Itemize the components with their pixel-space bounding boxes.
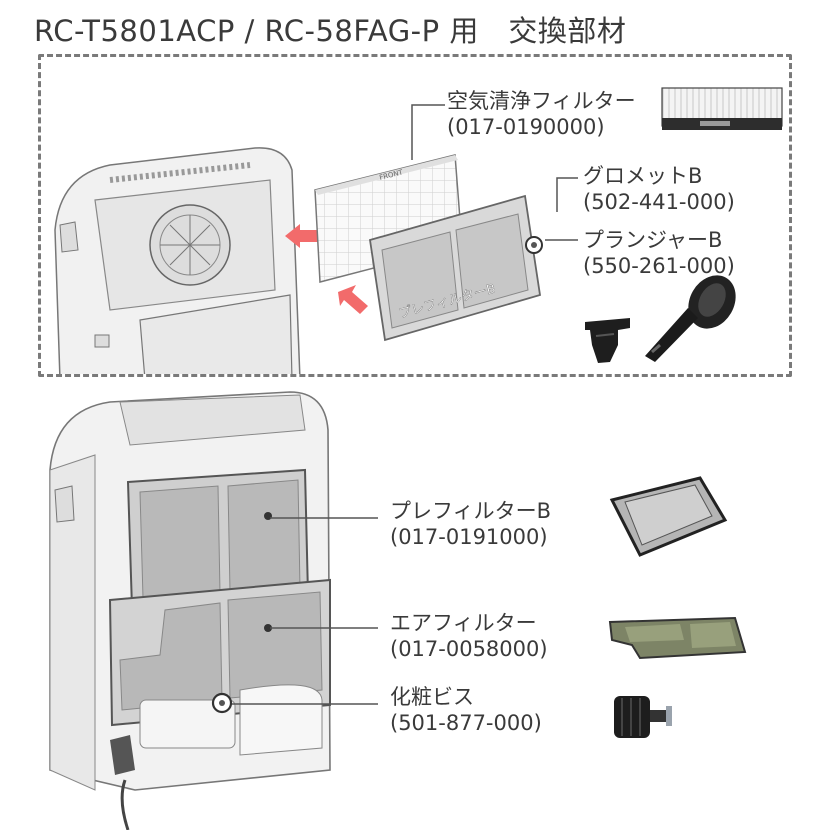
cosmetic-screw-photo: [614, 696, 672, 738]
label-prefilter-b: プレフィルターB (017-0191000): [390, 498, 551, 550]
insert-arrows: [285, 224, 368, 314]
leader-lines-bottom: [232, 517, 378, 705]
leader-lines-top: [411, 104, 578, 241]
part-code: (017-0190000): [447, 115, 605, 139]
prefilter-photo: [609, 476, 728, 557]
part-name: プレフィルターB: [390, 499, 551, 523]
part-code: (017-0191000): [390, 525, 548, 549]
label-grommet-b: グロメットB (502-441-000): [583, 163, 735, 215]
page-title: RC-T5801ACP / RC-58FAG-P 用 交換部材: [34, 14, 627, 48]
grommet-photo: [585, 318, 630, 363]
air-filter-photo: [661, 87, 783, 130]
part-name: グロメットB: [583, 164, 703, 188]
part-code: (501-877-000): [390, 711, 542, 735]
part-name: プランジャーB: [583, 228, 723, 252]
label-plunger-b: プランジャーB (550-261-000): [583, 227, 735, 279]
air-filter-part-photo: [608, 616, 747, 660]
top-section-frame: [38, 54, 792, 377]
label-air-filter: エアフィルター (017-0058000): [390, 610, 548, 662]
plunger-photo: [645, 275, 736, 362]
part-code: (550-261-000): [583, 254, 735, 278]
part-name: 化粧ビス: [390, 685, 474, 709]
purifier-back-top: [54, 147, 301, 374]
label-air-purifier-filter: 空気清浄フィルター (017-0190000): [447, 88, 636, 140]
part-code: (017-0058000): [390, 637, 548, 661]
part-code: (502-441-000): [583, 190, 735, 214]
part-name: 空気清浄フィルター: [447, 89, 636, 113]
purifier-back-bottom: [49, 391, 331, 830]
part-name: エアフィルター: [390, 611, 537, 635]
label-cosmetic-screw: 化粧ビス (501-877-000): [390, 684, 542, 736]
